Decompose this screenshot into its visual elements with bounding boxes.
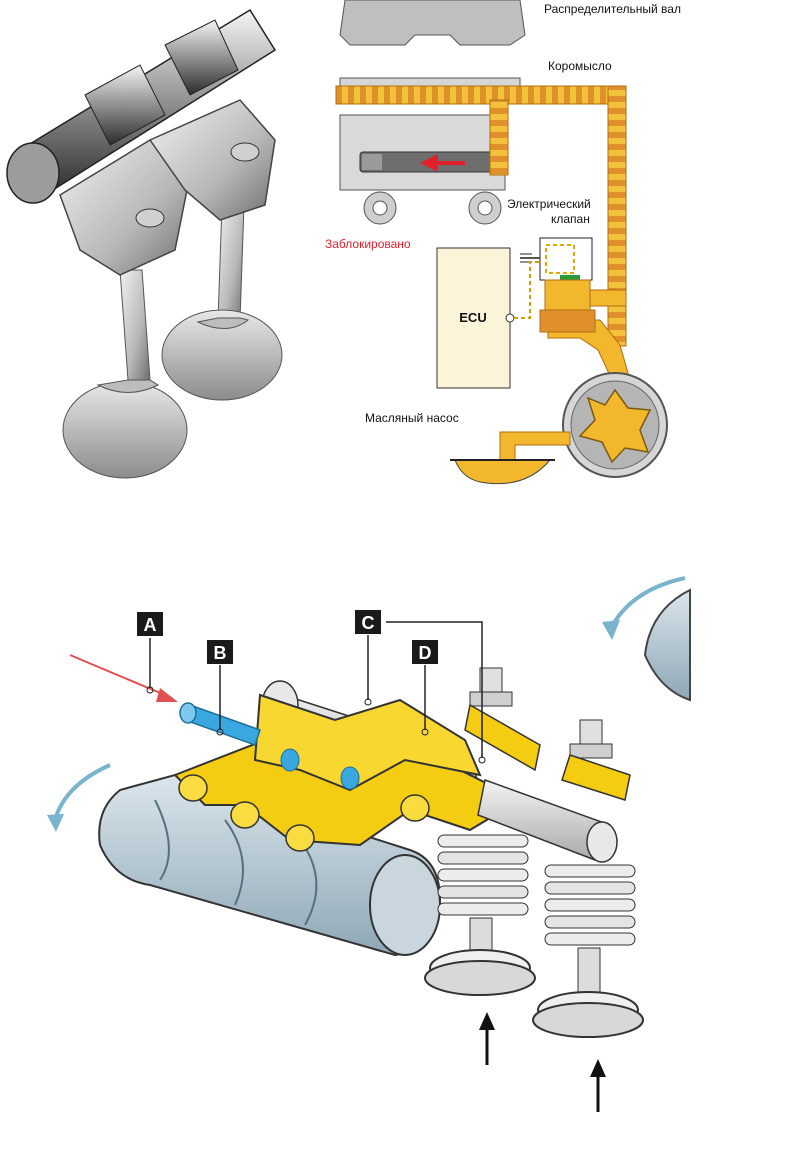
- label-ecu: ECU: [459, 310, 486, 325]
- camshaft-fragment-right: [643, 588, 691, 702]
- top-left-rocker-illustration: [6, 8, 283, 479]
- callout-b: B: [207, 640, 233, 664]
- camshaft-end: [6, 142, 60, 204]
- oil-pump-rotor: [578, 388, 652, 464]
- adjuster-nut-right: [230, 142, 260, 162]
- callout-c-letter: C: [362, 613, 375, 633]
- callout-d-letter: D: [419, 643, 432, 663]
- label-rocker-arm: Коромысло: [548, 59, 612, 73]
- callout-b-letter: B: [214, 643, 227, 663]
- bottom-rocker-illustration: A B C D: [47, 576, 691, 1112]
- valve-head-left: [62, 381, 188, 479]
- oil-inlet-arrow: [69, 654, 166, 696]
- callout-a: A: [137, 612, 163, 636]
- rotation-arrow-left: [53, 763, 111, 821]
- cam-lobe-left: [84, 64, 166, 146]
- schematic-camshaft: [339, 0, 526, 46]
- rocker-body-right: [148, 99, 276, 221]
- ecu-signal-wire: [514, 261, 540, 319]
- valve-spring-right: [532, 864, 644, 1038]
- solenoid-valve-indicator: [560, 275, 580, 283]
- label-oil-pump: Масляный насос: [365, 411, 459, 425]
- ecu-box: [436, 247, 511, 389]
- cam-lobe-right: [164, 19, 239, 96]
- callout-c: C: [355, 610, 381, 634]
- top-right-oil-schematic: Распределительный вал Коромысло Электрич…: [325, 0, 681, 485]
- oil-pickup-pipe: [499, 431, 571, 461]
- oil-gallery-top: [335, 85, 627, 105]
- oil-pan: [454, 459, 552, 485]
- rocker-arms-upper: [253, 693, 482, 792]
- valve-spring-left: [424, 834, 536, 996]
- valve-stem-left: [119, 269, 151, 381]
- valve-head-right: [161, 309, 283, 401]
- camshaft-main: [98, 773, 442, 957]
- label-solenoid-valve-2: клапан: [551, 212, 590, 226]
- label-camshaft: Распределительный вал: [544, 2, 681, 16]
- label-locked: Заблокировано: [325, 237, 411, 251]
- oil-passage-rocker: [489, 99, 509, 176]
- adjuster-nut-left: [135, 208, 165, 228]
- oil-passage-right: [607, 85, 627, 347]
- callout-a-letter: A: [144, 615, 157, 635]
- valve-stem-right: [217, 204, 245, 321]
- callout-d: D: [412, 640, 438, 664]
- label-solenoid-valve-1: Электрический: [507, 197, 591, 211]
